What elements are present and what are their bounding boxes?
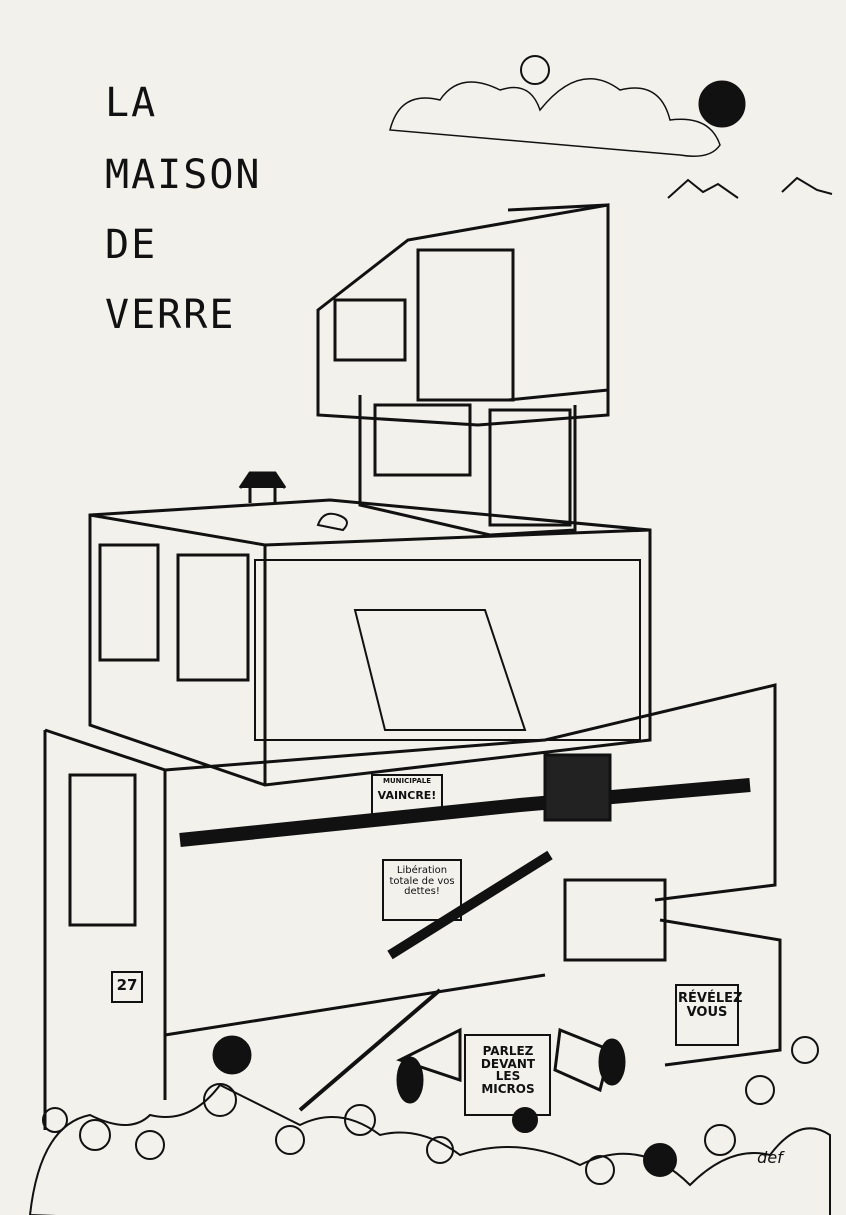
sign-frame-parlez [464, 1034, 551, 1116]
house-number: 27 [116, 976, 138, 994]
lower-floor [43, 683, 782, 1130]
sign-liberation: Libération totale de vos dettes! [389, 865, 455, 897]
clouds [389, 55, 746, 157]
top-floor [316, 203, 610, 427]
megaphones [212, 988, 626, 1112]
sign-revelez: RÉVÉLEZ VOUS [678, 991, 743, 1020]
title-line-4: VERRE [105, 292, 236, 338]
birds [667, 176, 833, 199]
title-line-3: DE [105, 222, 158, 268]
sign-frame-revelez [675, 984, 739, 1046]
dog-on-roof [238, 471, 287, 503]
sign-frame-liberation [382, 859, 462, 921]
artist-signature: def [757, 1148, 783, 1167]
title-line-1: LA [105, 80, 158, 126]
house-number-plate [111, 971, 143, 1003]
title-line-2: MAISON [105, 152, 262, 198]
sign-vaincre: VAINCRE! [377, 789, 437, 802]
duck-on-roof [316, 512, 348, 532]
sign-municipal: MUNICIPALE [382, 777, 431, 785]
sign-parlez: PARLEZ DEVANT LES MICROS [480, 1044, 536, 1096]
crowd [28, 1036, 831, 1215]
sign-frame-municipal [371, 774, 443, 816]
middle-floor [88, 498, 652, 787]
face-in-cloud [520, 55, 550, 85]
sun-icon [698, 80, 746, 128]
